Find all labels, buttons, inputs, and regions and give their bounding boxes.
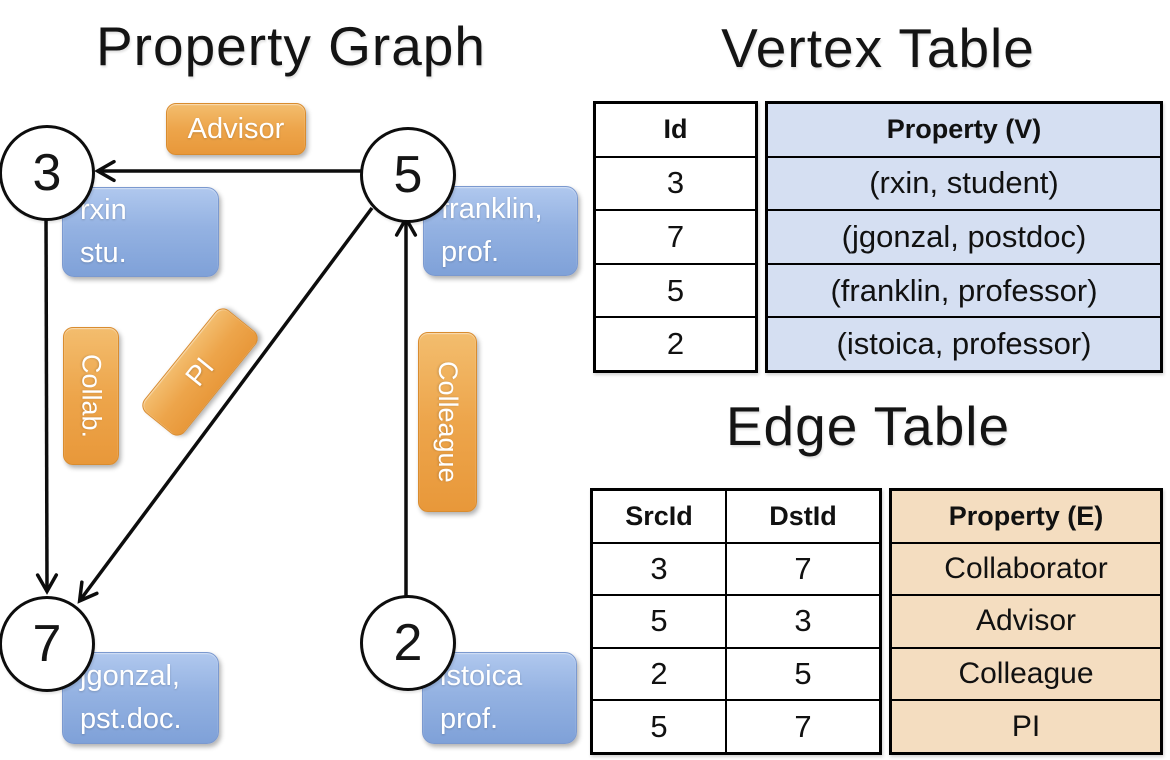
vertex-property-7-line1: jgonzal, (80, 660, 180, 692)
graph-node-2: 2 (360, 595, 456, 691)
edge-label-colleague: Colleague (418, 332, 477, 512)
graph-node-5-id: 5 (393, 146, 423, 204)
vertex-property-box-7: jgonzal, pst.doc. (62, 652, 219, 744)
edge-table-row: 5 7 (593, 699, 879, 752)
edge-table-dst-cell: 7 (725, 701, 879, 752)
edge-arrow-3-to-7 (35, 212, 59, 595)
edge-table-row: 2 5 (593, 646, 879, 700)
vertex-table-title: Vertex Table (721, 17, 1035, 79)
vertex-property-2-line2: prof. (440, 703, 499, 735)
vertex-property-box-3: rxin stu. (62, 187, 219, 277)
edge-table-id-columns: SrcId DstId 3 7 5 3 2 5 5 7 (590, 488, 882, 755)
edge-table-title: Edge Table (725, 395, 1011, 457)
edge-table-src-cell: 2 (650, 656, 668, 692)
vertex-table-header-property: Property (V) (886, 114, 1042, 145)
edge-table-property-cell: Collaborator (892, 541, 1160, 595)
vertex-property-3-line2: stu. (80, 237, 127, 269)
graph-node-7-id: 7 (32, 615, 62, 673)
edge-label-collab: Collab. (63, 327, 119, 465)
vertex-table-property-cell: (franklin, professor) (768, 262, 1160, 317)
vertex-property-2-line1: istoica (440, 660, 523, 692)
edge-table-row: 3 7 (593, 541, 879, 595)
edge-table-row: 5 3 (593, 594, 879, 647)
graph-node-7: 7 (0, 596, 95, 692)
edge-table-property-cell: Colleague (892, 646, 1160, 700)
edge-table-header-row: SrcId DstId (593, 491, 879, 542)
edge-table-property-cell: PI (892, 699, 1160, 752)
vertex-property-box-5: franklin, prof. (423, 186, 578, 276)
vertex-table-property-cell: (jgonzal, postdoc) (768, 209, 1160, 263)
edge-table-property-column: Property (E) Collaborator Advisor Collea… (889, 488, 1163, 755)
vertex-table-property-cell: (istoica, professor) (768, 316, 1160, 370)
edge-table-src-cell: 5 (650, 603, 668, 639)
vertex-table-header-id: Id (663, 114, 688, 145)
edge-label-collab-text: Collab. (76, 353, 107, 439)
edge-table-dst-cell: 7 (725, 543, 879, 595)
graph-edges-canvas (35, 159, 418, 604)
vertex-table-property-column: Property (V) (rxin, student) (jgonzal, p… (765, 101, 1163, 373)
vertex-table-property-cell: (rxin, student) (768, 155, 1160, 210)
graph-node-3: 3 (0, 125, 95, 221)
edge-arrow-5-to-7 (77, 206, 374, 604)
edge-table-property-cell: Advisor (892, 594, 1160, 647)
edge-table-header-dstid: DstId (725, 491, 879, 542)
edge-table-src-cell: 5 (650, 708, 668, 744)
edge-table-header-property: Property (E) (948, 500, 1104, 531)
edge-table-dst-cell: 3 (725, 596, 879, 647)
edge-table-header-srcid: SrcId (625, 500, 693, 531)
vertex-table-id-cell: 2 (596, 316, 755, 370)
property-graph-title: Property Graph (95, 15, 486, 77)
edge-table-dst-cell: 5 (725, 648, 879, 700)
edge-label-colleague-text: Colleague (433, 361, 463, 483)
edge-label-advisor: Advisor (166, 103, 306, 155)
vertex-table-id-cell: 3 (596, 155, 755, 210)
graph-node-5: 5 (360, 127, 456, 223)
vertex-table-id-column: Id 3 7 5 2 (593, 101, 758, 373)
edge-table-src-cell: 3 (650, 550, 668, 586)
edge-label-advisor-text: Advisor (187, 112, 285, 145)
vertex-table-id-cell: 7 (596, 209, 755, 263)
vertex-property-7-line2: pst.doc. (80, 703, 182, 735)
vertex-table-id-cell: 5 (596, 262, 755, 317)
vertex-property-5-line1: franklin, (441, 193, 543, 225)
vertex-property-5-line2: prof. (441, 236, 500, 268)
graph-node-2-id: 2 (393, 614, 423, 672)
vertex-property-3-line1: rxin (80, 194, 127, 226)
edge-label-pi-text: PI (179, 351, 220, 392)
graph-node-3-id: 3 (32, 144, 62, 202)
